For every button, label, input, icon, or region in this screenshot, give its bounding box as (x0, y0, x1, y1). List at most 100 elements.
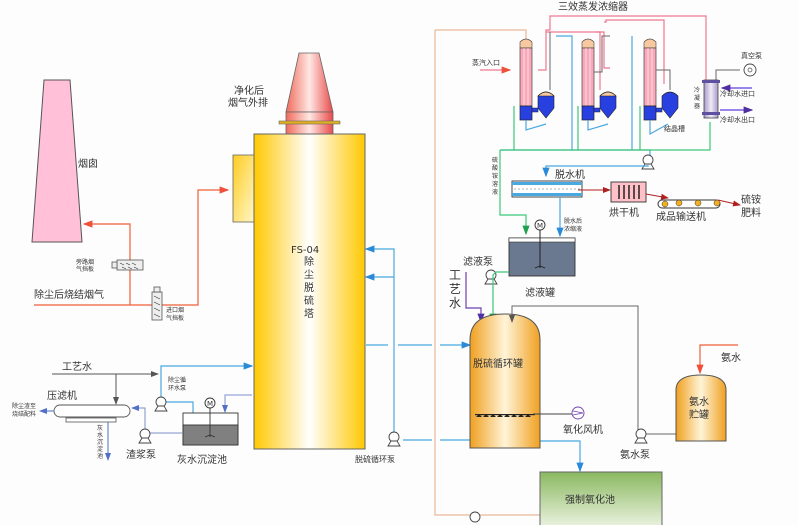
dewater-conc-label-2: 浓缩液 (564, 225, 582, 233)
svg-text:液: 液 (492, 188, 498, 196)
crystallizer-label: 结晶槽 (664, 124, 685, 133)
svg-text:工: 工 (449, 268, 461, 282)
chimney-label: 烟囱 (78, 157, 98, 170)
ammonia-storage-tank (675, 374, 727, 442)
dewatering-machine (511, 180, 583, 198)
bypass-damper (111, 259, 144, 271)
ammonia-tank-label-1: 氨水 (689, 395, 709, 408)
evaporator-effect-3 (643, 38, 679, 121)
svg-text:溶: 溶 (492, 180, 498, 188)
purified-exhaust-label-1: 净化后 (234, 84, 264, 97)
ammonia-tank-label-2: 贮罐 (689, 408, 709, 421)
dewater-conc-label-1: 脱水后 (564, 217, 582, 225)
evaporator-transfer-pump[interactable] (641, 154, 655, 170)
ash-water-tank (182, 408, 239, 446)
condenser (702, 79, 720, 119)
dust-pump-label-2: 环水泵 (168, 384, 186, 392)
cooling-lines (720, 84, 754, 114)
bottom-pump[interactable] (469, 511, 481, 523)
svg-text:M: M (537, 222, 543, 230)
svg-text:M: M (207, 400, 213, 408)
process-water-to-tank-line (465, 272, 485, 324)
dryer-label: 烘干机 (609, 206, 639, 219)
condenser-label: 冷 凝 器 (694, 86, 700, 110)
tower-inlet-box (232, 154, 255, 223)
filter-press-label: 压滤机 (47, 389, 77, 402)
filtrate-tank-label: 滤液罐 (525, 286, 555, 299)
vacuum-pump[interactable] (743, 63, 757, 77)
svg-text:凝: 凝 (694, 94, 700, 102)
ammonia-pump[interactable] (634, 428, 648, 444)
product-conveyor (657, 199, 721, 209)
svg-text:除: 除 (304, 255, 314, 268)
steam-inlet-label: 蒸汽入口 (472, 58, 500, 67)
forced-oxidation-pool (539, 471, 663, 525)
conveyor-to-fertilizer-line (717, 199, 741, 207)
ash-water-down-label: 灰 水 沉 淀 池 (97, 424, 103, 460)
svg-text:硫: 硫 (492, 156, 498, 164)
evaporator-effect-2 (581, 38, 617, 121)
evaporator-title: 三效蒸发浓缩器 (558, 0, 628, 13)
dust-circulation-pump[interactable] (154, 396, 168, 412)
svg-text:淀: 淀 (97, 445, 103, 453)
desulfurization-tower (253, 133, 366, 450)
oxidation-fan-label: 氧化风机 (563, 423, 603, 436)
ammonia-feed-line (696, 344, 738, 375)
svg-text:池: 池 (97, 452, 103, 460)
process-water-label: 工艺水 (62, 361, 92, 373)
filtrate-agitator-motor: M (534, 219, 546, 231)
dewatering-machine-label: 脱水机 (555, 168, 585, 181)
oxidation-pool-label: 强制氧化池 (565, 493, 615, 506)
fertilizer-label-2: 肥料 (741, 206, 761, 219)
ammonia-pump-label: 氨水泵 (620, 448, 650, 461)
inlet-damper-label-1: 进口烟 (166, 306, 184, 314)
recirc-lines (364, 245, 584, 473)
slurry-pump[interactable] (138, 428, 152, 444)
cooling-water-in-label: 冷却水进口 (720, 89, 755, 98)
svg-text:水: 水 (97, 431, 103, 439)
svg-text:灰: 灰 (97, 424, 103, 432)
aeration-nozzles (475, 414, 535, 417)
filtrate-pump[interactable] (484, 269, 498, 285)
svg-text:水: 水 (449, 296, 461, 310)
evaporator-feed-lines (500, 35, 669, 156)
svg-text:器: 器 (694, 103, 700, 110)
vacuum-pump-label: 真空泵 (741, 51, 762, 60)
ash-tank-label: 灰水沉淀池 (177, 453, 227, 466)
oxidation-fan[interactable] (571, 406, 585, 420)
dryer-to-conveyor-line (645, 193, 669, 200)
svg-text:酸: 酸 (492, 164, 498, 172)
bypass-damper-label-1: 旁路烟 (76, 258, 94, 266)
cooling-water-out-label: 冷却水出口 (720, 115, 755, 124)
svg-text:沉: 沉 (97, 438, 103, 446)
svg-text:艺: 艺 (449, 282, 461, 296)
circ-tank-label: 脱硫循环罐 (473, 357, 523, 370)
exhaust-flange (278, 120, 341, 125)
ammonia-water-label: 氨水 (721, 351, 741, 364)
steam-lines (480, 15, 707, 90)
vapor-lines (549, 32, 740, 90)
exhaust-cone (285, 52, 334, 113)
fertilizer-label-1: 硫铵 (741, 193, 761, 206)
dewater-feed-line (542, 165, 649, 178)
sinter-flue-gas-label: 除尘后烧结烟气 (34, 288, 104, 301)
bypass-damper-label-2: 气挡板 (76, 265, 94, 273)
slurry-pump-label: 渣浆泵 (126, 448, 156, 461)
svg-text:塔: 塔 (304, 307, 314, 320)
dust-pump-label-1: 除尘循 (168, 376, 186, 384)
svg-text:尘: 尘 (304, 269, 314, 281)
desulf-circulation-pump[interactable] (387, 431, 401, 447)
condensate-lines (499, 106, 711, 236)
conveyor-label: 成品输送机 (656, 210, 706, 223)
inlet-damper-label-2: 气挡板 (166, 314, 184, 322)
filter-press (53, 404, 131, 423)
filtrate-line (489, 271, 509, 324)
tan-return-line (434, 30, 540, 516)
evaporator-effect-1 (519, 38, 555, 121)
dryer (610, 181, 647, 203)
tower-code: FS-04 (291, 245, 319, 256)
process-water-lines (52, 371, 159, 405)
desulf-circulation-tank (469, 313, 541, 449)
slurry-lines (131, 394, 252, 434)
